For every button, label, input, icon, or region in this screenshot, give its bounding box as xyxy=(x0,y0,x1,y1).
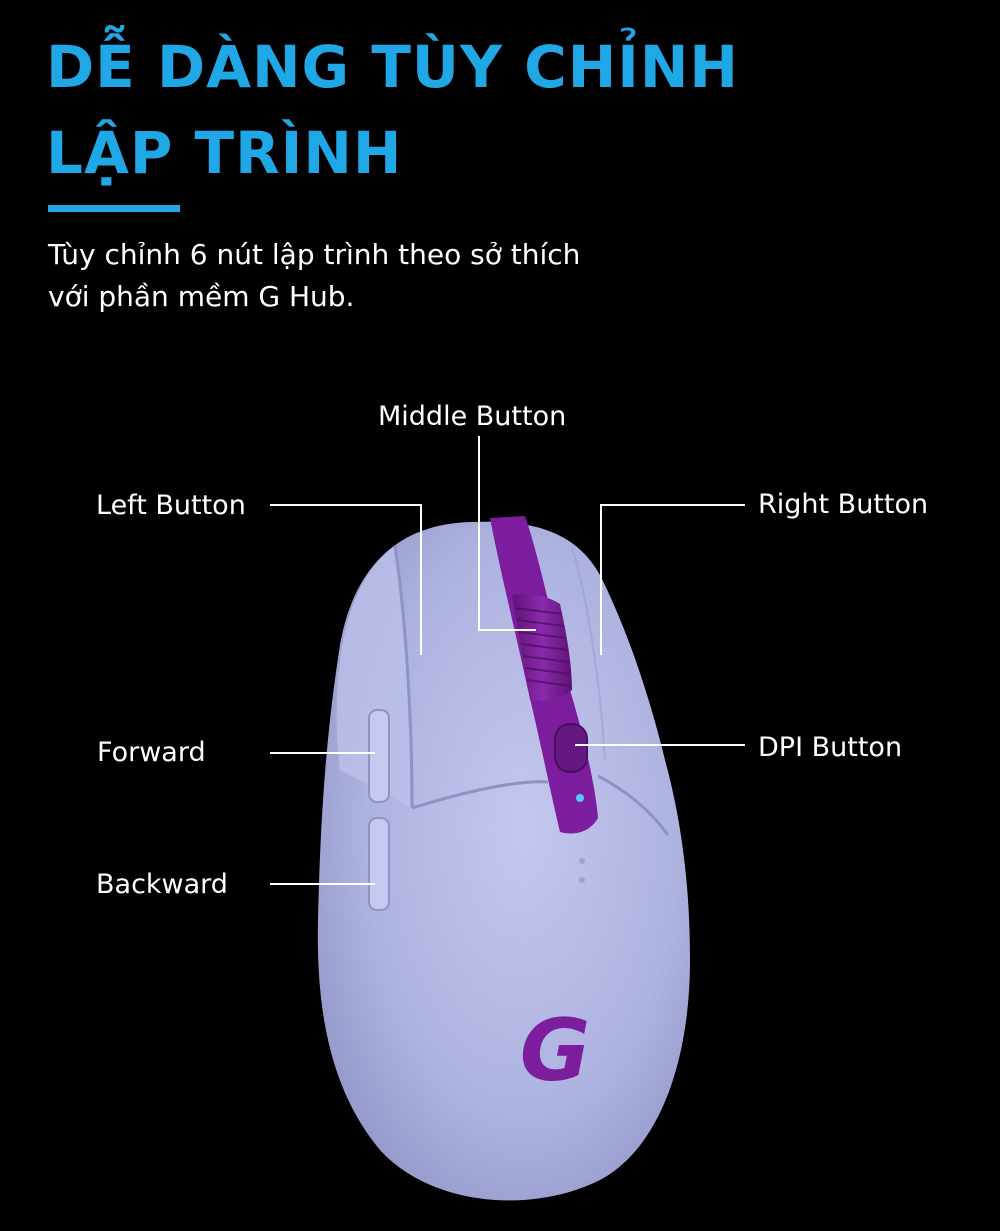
scroll-wheel-ridges xyxy=(514,607,572,687)
backward-label: Backward xyxy=(96,869,228,900)
subtitle-line-1: Tùy chỉnh 6 nút lập trình theo sở thích xyxy=(48,238,581,271)
dpi-button-label: DPI Button xyxy=(758,732,903,763)
middle-button-label: Middle Button xyxy=(378,401,567,432)
dpi-led xyxy=(576,794,584,802)
indicator-dot xyxy=(579,858,585,864)
left-button-panel xyxy=(336,546,412,808)
subtitle: Tùy chỉnh 6 nút lập trình theo sở thích … xyxy=(48,234,748,318)
subtitle-line-2: với phần mềm G Hub. xyxy=(48,280,355,313)
mouse-shell xyxy=(317,521,690,1201)
left-leader-line xyxy=(270,504,422,655)
right-button-label: Right Button xyxy=(758,489,929,520)
middle-leader-line xyxy=(478,436,536,631)
headline-line-1: DỄ DÀNG TÙY CHỈNH xyxy=(46,33,739,101)
accent-bar xyxy=(48,205,180,212)
dpi-button-shape xyxy=(554,723,588,773)
left-button-seam xyxy=(393,545,414,809)
headline: DỄ DÀNG TÙY CHỈNH LẬP TRÌNH xyxy=(46,24,946,196)
right-leader-line xyxy=(600,504,745,655)
leader-lines xyxy=(270,436,745,885)
forward-button-shape xyxy=(368,709,390,803)
right-button-seam xyxy=(571,547,606,761)
backward-button-shape xyxy=(368,817,390,911)
indicator-dot xyxy=(579,877,585,883)
palm-seam xyxy=(411,774,670,836)
headline-line-2: LẬP TRÌNH xyxy=(46,119,403,187)
left-button-label: Left Button xyxy=(96,490,246,521)
forward-label: Forward xyxy=(97,737,206,768)
g-logo: G xyxy=(520,1001,591,1101)
